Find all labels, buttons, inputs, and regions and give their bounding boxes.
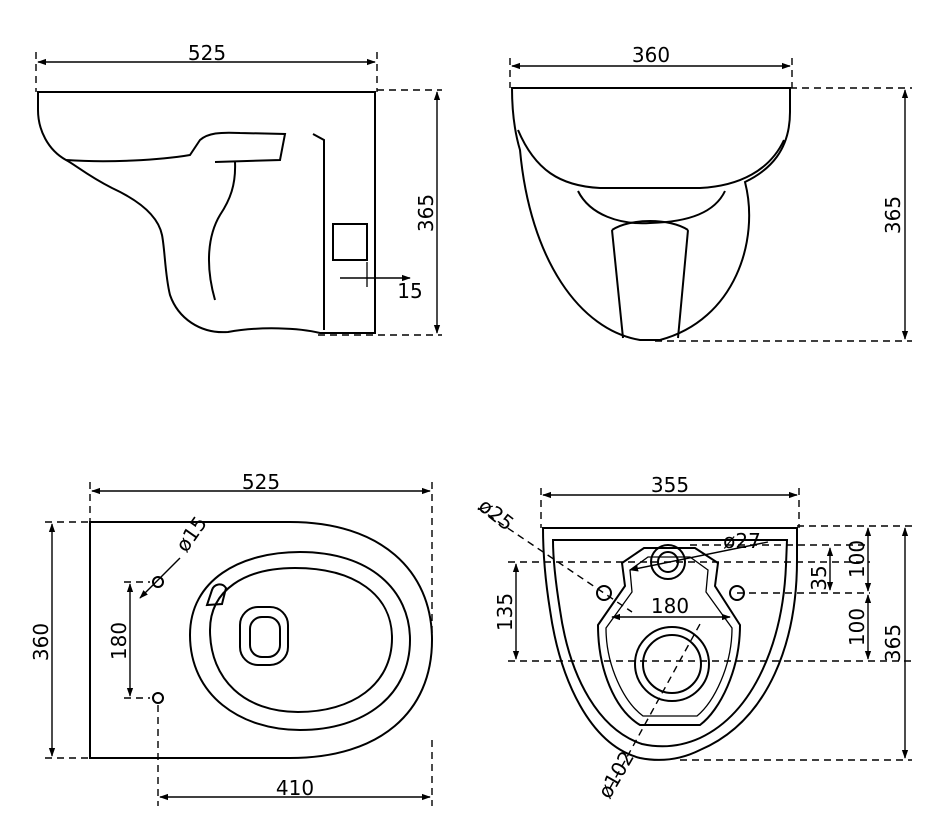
- side-offset-label: 15: [397, 279, 422, 303]
- front-width-label: 360: [632, 43, 670, 67]
- rear-inner-outline: [551, 539, 789, 748]
- top-width-label: 525: [242, 470, 280, 494]
- front-rim-line: [517, 129, 785, 189]
- rear-hole-label: ø25: [474, 493, 518, 535]
- rear-left-height-label: 135: [493, 593, 517, 631]
- outlet-outer: [634, 626, 710, 702]
- rear-upper-right-label: 100: [845, 540, 869, 578]
- side-view: 525 365 15: [35, 41, 442, 336]
- side-trap-curve: [207, 161, 237, 301]
- top-flush-slot: [205, 583, 228, 607]
- rear-offset-label: 35: [807, 565, 831, 590]
- rear-spacing-label: 180: [651, 594, 689, 618]
- rear-total-label: 365: [881, 624, 905, 662]
- rear-lower-right-label: 100: [845, 608, 869, 646]
- side-height-label: 365: [414, 194, 438, 232]
- side-wall-plate: [312, 133, 325, 330]
- top-hole-label: ø15: [171, 512, 212, 557]
- rear-fixing-hole-left: [596, 585, 612, 601]
- outlet-inner: [642, 634, 702, 694]
- rear-inlet-label: ø27: [723, 529, 761, 553]
- front-inner-bowl: [577, 190, 726, 225]
- rear-back-plate-inner: [605, 556, 733, 717]
- top-outlet-label: 410: [276, 776, 314, 800]
- top-rim-inner: [208, 566, 394, 714]
- front-height-label: 365: [881, 196, 905, 234]
- rear-view: 355 ø25 ø27 180 ø102 135 100 35 100 365: [474, 473, 912, 802]
- top-rim-outer: [188, 550, 412, 732]
- top-depth-label: 360: [29, 623, 53, 661]
- front-view: 360 365: [509, 43, 912, 342]
- front-bowl-outline: [510, 87, 791, 341]
- top-view: 525 360 ø15 180 410: [29, 470, 434, 806]
- rear-width-label: 355: [651, 473, 689, 497]
- fixing-hole-lower: [152, 692, 164, 704]
- rear-outline: [541, 527, 798, 761]
- rear-outlet-label: ø102: [593, 747, 639, 803]
- side-inlet-block: [332, 223, 368, 261]
- rear-inlet-leader: [629, 541, 769, 572]
- rear-back-plate: [596, 547, 742, 726]
- rear-hole-leader: [477, 507, 633, 613]
- inlet-outer: [650, 544, 686, 580]
- side-rim-line: [65, 131, 287, 163]
- top-spacing-label: 180: [107, 622, 131, 660]
- top-drain-outer: [239, 606, 289, 666]
- side-width-label: 525: [188, 41, 226, 65]
- top-outline: [89, 521, 434, 759]
- top-drain-inner: [249, 616, 281, 658]
- top-hole-leader: [139, 557, 181, 599]
- fixing-hole-upper: [152, 576, 164, 588]
- front-trap-shape: [611, 220, 689, 339]
